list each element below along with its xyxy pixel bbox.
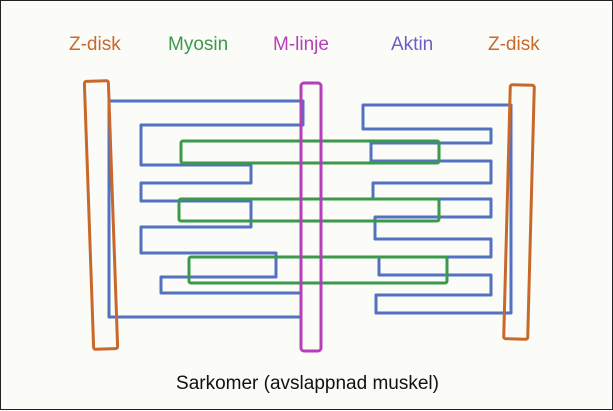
myosin-filament-middle (177, 197, 441, 223)
z-disk-right (502, 83, 536, 341)
diagram-caption: Sarkomer (avslappnad muskel) (176, 373, 439, 394)
actin-filaments-right (361, 103, 513, 315)
myosin-filament-bottom (187, 255, 449, 285)
z-disk-left-label: Z-disk (69, 34, 121, 55)
z-disk-right-label: Z-disk (488, 34, 540, 55)
myosin-label: Myosin (168, 34, 229, 55)
z-disk-left (82, 79, 120, 351)
myosin-filament-top (179, 139, 441, 165)
actin-filaments-left (107, 99, 305, 319)
m-line-label: M-linje (273, 34, 329, 55)
actin-label: Aktin (391, 34, 434, 55)
m-line (299, 81, 323, 353)
